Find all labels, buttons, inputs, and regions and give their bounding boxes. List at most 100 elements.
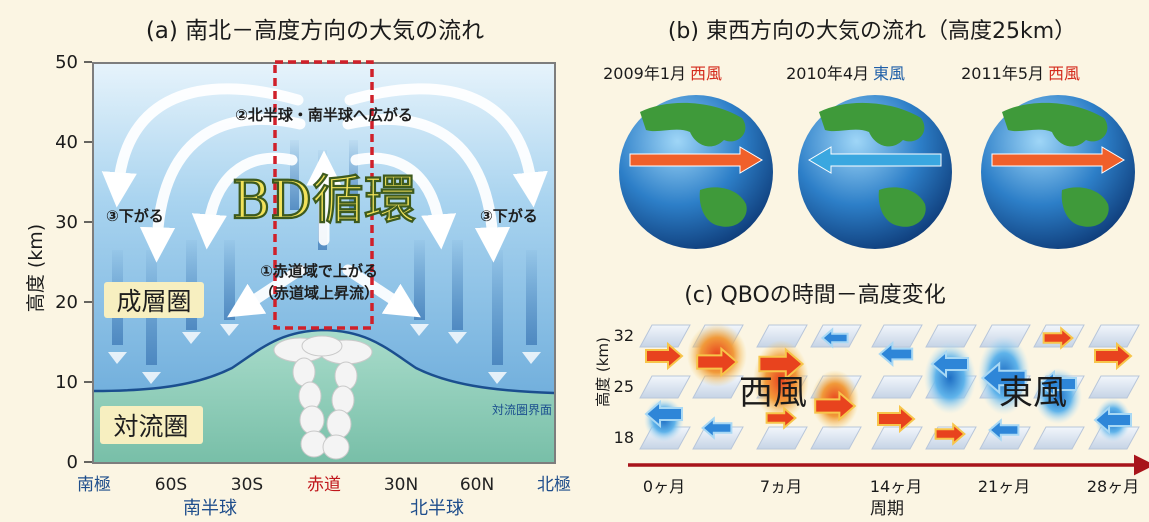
easterly-arrow [1038, 369, 1077, 399]
easterly-arrow [701, 416, 733, 440]
equator-region-box [273, 60, 374, 330]
tropopause-label: 対流圏界面 [492, 403, 552, 417]
ytick: 30 [55, 212, 78, 233]
stratosphere-label-box [104, 282, 204, 318]
westerly-arrow [814, 390, 857, 422]
globe-land [1061, 187, 1109, 227]
westerly-arrow [1042, 326, 1074, 350]
ytick: 0 [67, 452, 78, 473]
xtick: 30N [384, 475, 418, 495]
ytick: 20 [55, 292, 78, 313]
troposphere-region [94, 330, 554, 462]
panel-a-title: (a) 南北－高度方向の大気の流れ [146, 18, 484, 44]
descending-arrowheads [108, 324, 541, 384]
height-plane [639, 324, 691, 348]
height-plane [871, 324, 923, 348]
north-hemisphere-label: 北半球 [410, 498, 464, 519]
panel-c-yaxis: 32 25 18 [614, 326, 634, 447]
globe-2: 2010年4月 東風 [786, 64, 952, 249]
globe-3: 2011年5月 西風 [961, 64, 1135, 249]
panel-a-ylabel: 高度 (km) [25, 224, 47, 312]
xtick: 28ヶ月 [1087, 477, 1139, 496]
globe-land [878, 187, 926, 227]
stratosphere-label: 成層圏 [116, 287, 191, 316]
xtick: 60N [460, 475, 494, 495]
ytick: 40 [55, 132, 78, 153]
step2-label: ②北半球・南半球へ広がる [235, 106, 413, 124]
globe-land [819, 102, 925, 147]
step3-right-label: ③下がる [480, 207, 538, 225]
easterly-arrow [1093, 405, 1132, 435]
xtick: 南極 [77, 475, 111, 495]
westerly-arrow [645, 341, 684, 371]
cumulonimbus-clouds [273, 335, 373, 460]
xtick: 北極 [537, 475, 571, 495]
globe-land [640, 102, 746, 147]
westerly-label: 西風 [739, 373, 807, 413]
wind-arrow [991, 146, 1125, 174]
panel-a-yaxis: 50 40 30 20 10 0 [55, 52, 78, 473]
easterly-arrow [644, 399, 683, 429]
wind-arrow [629, 146, 763, 174]
step1-label-line2: （赤道域上昇流） [259, 284, 379, 302]
height-plane [810, 426, 862, 450]
panel-b-title: (b) 東西方向の大気の流れ（高度25km） [668, 19, 1076, 44]
easterly-arrow [988, 418, 1020, 442]
panel-c-xaxis: 0ヶ月 7ヵ月 14ヶ月 21ヶ月 28ヶ月 [643, 477, 1139, 496]
circulation-arrows [101, 83, 548, 318]
globe-1: 2009年1月 西風 [603, 64, 773, 249]
south-hemisphere-label: 南半球 [183, 498, 237, 519]
easterly-blob [924, 342, 976, 414]
westerly-arrow [758, 347, 805, 381]
panel-c-xlabel: 周期 [870, 499, 904, 519]
westerly-arrow [877, 404, 916, 434]
height-plane [1033, 426, 1085, 450]
panel-c-ylabel: 高度 (km) [594, 337, 612, 407]
globe-date: 2009年1月 [603, 64, 686, 83]
height-plane [1088, 324, 1140, 348]
troposphere-label: 対流圏 [113, 412, 188, 441]
height-plane [871, 426, 923, 450]
xtick: 0ヶ月 [643, 477, 685, 496]
globe-wind: 西風 [690, 64, 722, 83]
height-plane [639, 375, 691, 399]
bd-circulation-label: BD循環 [232, 171, 416, 231]
westerly-arrow [765, 406, 797, 430]
panel-a-ytick-marks [84, 61, 92, 463]
step3-left-label: ③下がる [106, 207, 164, 225]
ytick: 25 [614, 377, 634, 396]
qbo-wind-arrows [644, 326, 1133, 446]
westerly-arrow [696, 346, 739, 378]
westerly-arrow [1094, 341, 1133, 371]
globe-wind: 西風 [1048, 64, 1080, 83]
globe-land [1002, 102, 1108, 147]
height-plane [1088, 375, 1140, 399]
globe-date: 2011年5月 [961, 64, 1044, 83]
panel-a-xaxis: 南極 60S 30S 赤道 30N 60N 北極 [77, 475, 571, 495]
westerly-arrow [934, 422, 966, 446]
height-plane [871, 375, 923, 399]
ytick: 10 [55, 372, 78, 393]
easterly-arrow [980, 361, 1027, 395]
step1-label-line1: ①赤道域で上がる [260, 262, 378, 280]
globe-wind: 東風 [873, 64, 905, 83]
ytick: 50 [55, 52, 78, 73]
wind-arrow [808, 146, 942, 174]
xtick: 赤道 [307, 475, 341, 495]
xtick: 21ヶ月 [978, 477, 1030, 496]
easterly-arrow [820, 327, 849, 349]
xtick: 14ヶ月 [870, 477, 922, 496]
ytick: 18 [614, 428, 634, 447]
xtick: 7ヵ月 [760, 477, 802, 496]
globes: 2009年1月 西風 2010年4月 東風 2011年5月 西風 [603, 64, 1135, 249]
height-plane [756, 426, 808, 450]
panel-c-title: (c) QBOの時間－高度変化 [684, 283, 946, 308]
easterly-arrow [878, 341, 914, 367]
tropopause-line [93, 328, 555, 395]
easterly-arrow [930, 349, 969, 379]
xtick: 30S [231, 475, 263, 495]
easterly-label: 東風 [999, 373, 1067, 413]
troposphere-label-box [100, 406, 203, 444]
